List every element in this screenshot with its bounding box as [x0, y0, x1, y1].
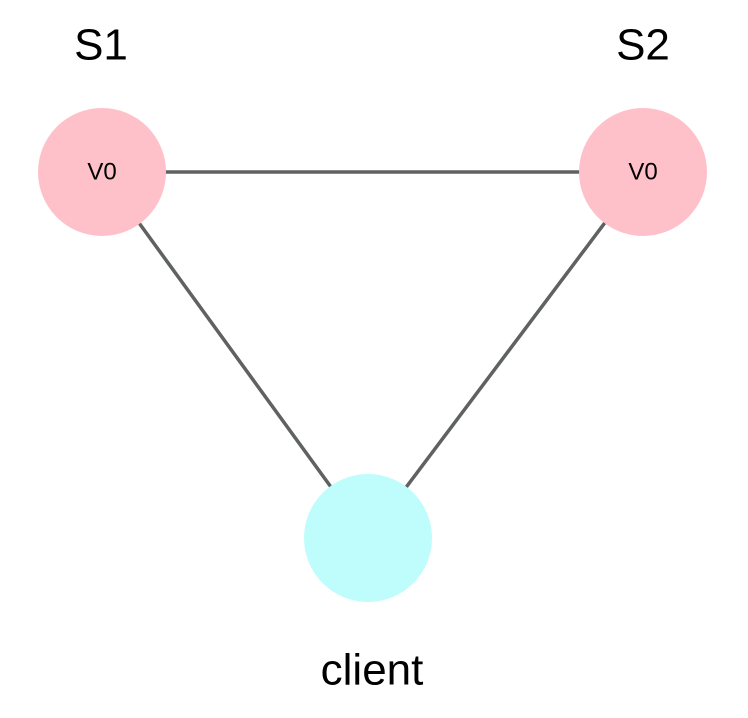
- node-s2-circle: [579, 108, 707, 236]
- node-client-label: client: [321, 646, 424, 695]
- node-client-circle: [304, 474, 432, 602]
- node-s1-label: S1: [74, 21, 128, 70]
- edge-s2-client: [366, 170, 645, 540]
- node-s2-inner-text: V0: [628, 159, 657, 186]
- edge-s1-client: [100, 170, 370, 540]
- node-s1-circle: [38, 108, 166, 236]
- node-s1-inner-text: V0: [87, 159, 116, 186]
- node-s2-label: S2: [616, 21, 670, 70]
